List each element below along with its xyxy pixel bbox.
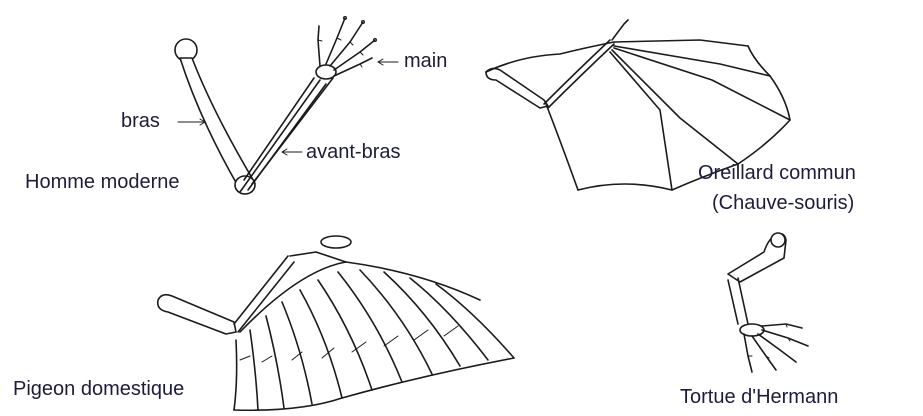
human-arm-drawing [175,17,398,195]
tortoise-limb-drawing [728,233,808,372]
label-homme-moderne: Homme moderne [25,172,180,192]
label-tortue-hermann: Tortue d'Hermann [680,387,838,407]
label-main: main [404,51,447,71]
label-pigeon-domestique: Pigeon domestique [13,379,184,399]
label-avant-bras: avant-bras [306,142,401,162]
label-oreillard-commun: Oreillard commun [698,163,856,183]
pigeon-wing-drawing [158,236,514,410]
label-bras: bras [121,111,160,131]
label-chauve-souris: (Chauve-souris) [712,193,854,213]
